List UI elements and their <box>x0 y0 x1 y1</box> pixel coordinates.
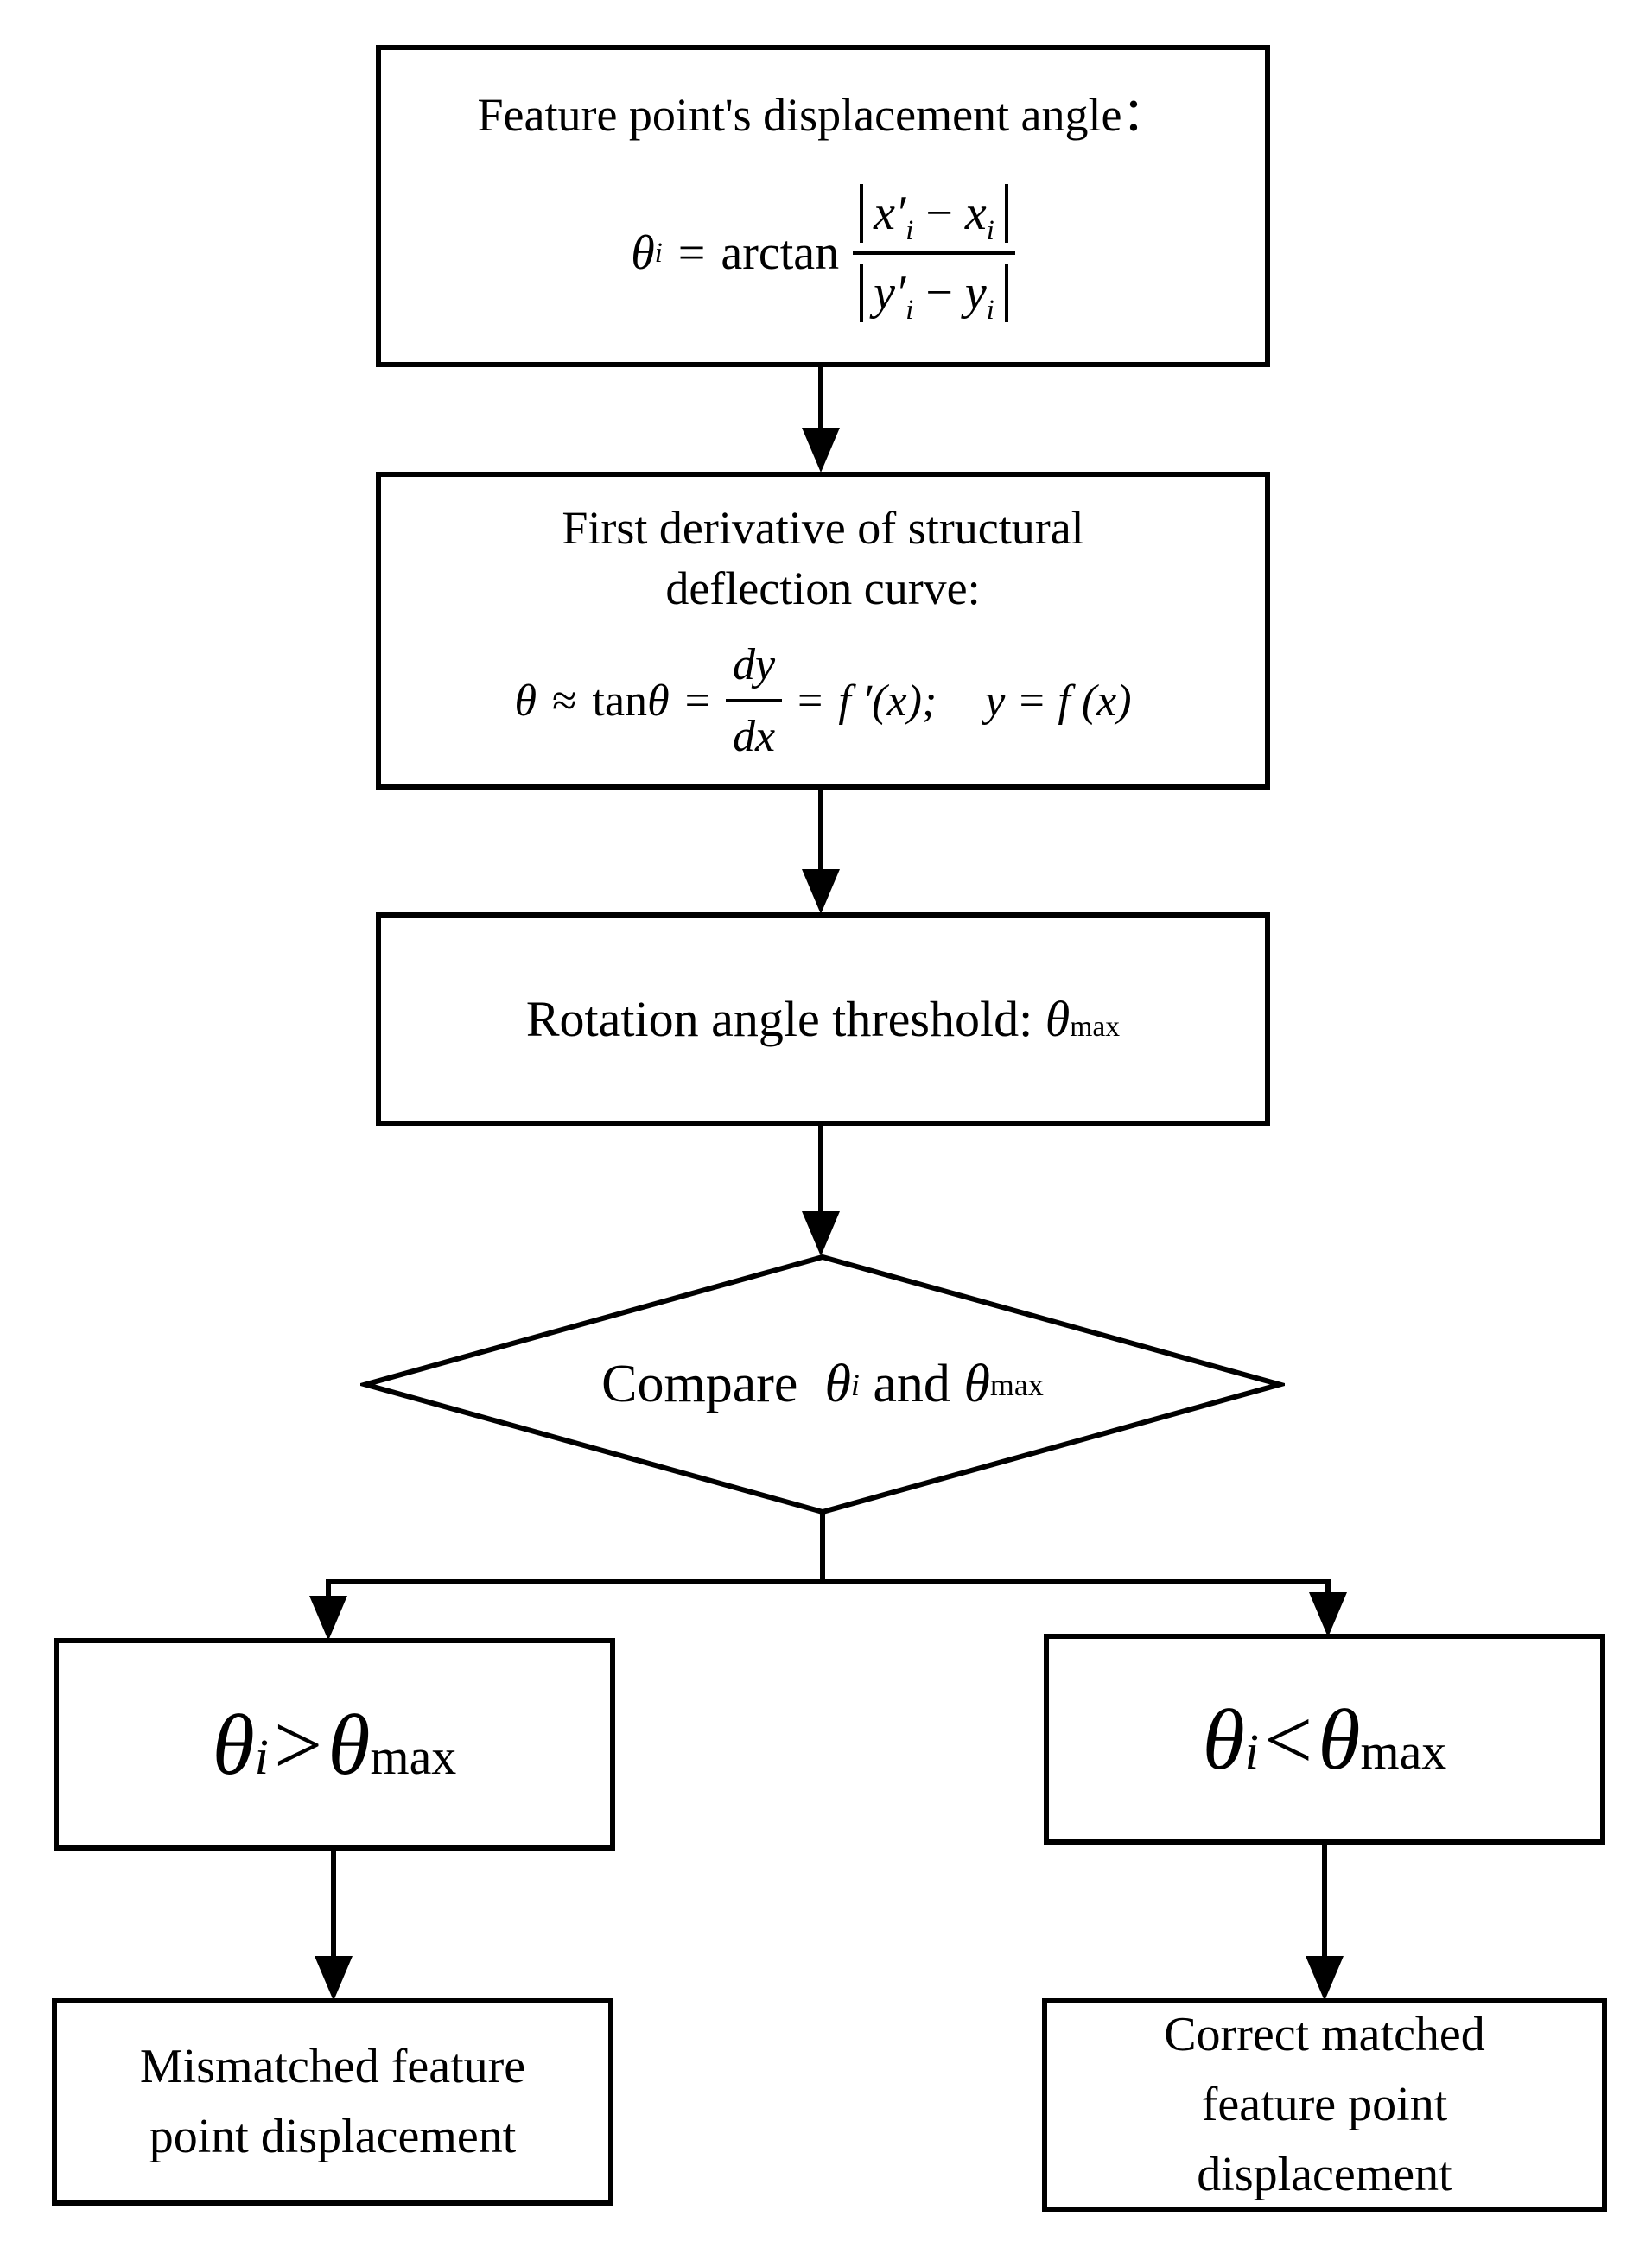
x-subscript: i <box>986 215 994 247</box>
arrow-shaft <box>331 1849 336 1961</box>
arrow-shaft <box>818 788 823 874</box>
theta-symbol: θ <box>824 1355 851 1413</box>
node-mismatched-outcome: Mismatched feature point displacement <box>52 1998 613 2206</box>
arrow-to-outcome-right <box>1306 1843 1344 2001</box>
displacement-angle-title: Feature point's displacement angle： <box>477 89 1169 141</box>
theta-symbol: θ <box>212 1696 255 1793</box>
theta-symbol: θ <box>1045 991 1071 1047</box>
arrow-head-icon <box>802 869 840 914</box>
arrow-head-icon <box>1306 1956 1344 2001</box>
correct-outcome-line1: Correct matched <box>1164 2007 1485 2061</box>
arrow-to-outcome-left <box>315 1849 353 2001</box>
greater-than-sign: > <box>273 1696 323 1793</box>
y-prime-subscript: i <box>905 295 914 327</box>
arrow-head-icon <box>309 1596 347 1641</box>
arrow-head-icon <box>1309 1592 1347 1637</box>
theta-symbol: θ <box>514 676 537 726</box>
dy-numerator: dy <box>725 638 783 703</box>
absolute-value-numerator: x′i − xi <box>860 184 1008 247</box>
f-prime-x-term: f ′(x); <box>838 676 937 726</box>
arrow-to-branch-left <box>309 1582 347 1641</box>
equals-sign: = <box>797 676 823 726</box>
correct-outcome-line2: feature point <box>1201 2077 1448 2131</box>
theta-symbol: θ <box>963 1355 990 1413</box>
theta-symbol: θ <box>327 1696 371 1793</box>
y-prime: y′ <box>874 266 906 320</box>
tan-function: tan <box>592 676 648 726</box>
threshold-text: Rotation angle threshold: <box>525 991 1033 1047</box>
first-derivative-title-line2: deflection curve: <box>665 562 981 614</box>
diamond-shape <box>360 1254 1285 1515</box>
y-equals-f-x-term: y = f (x) <box>985 676 1132 726</box>
arrow-shaft <box>818 1124 823 1216</box>
absolute-value-denominator: y′i − yi <box>860 264 1008 324</box>
node-displacement-angle: Feature point's displacement angle： θ i =… <box>376 45 1270 367</box>
arctan-function: arctan <box>721 226 840 280</box>
approx-sign: ≈ <box>551 676 577 726</box>
arrow-shaft <box>326 1582 331 1601</box>
minus-sign: − <box>925 187 953 240</box>
theta-symbol: θ <box>647 676 670 726</box>
compare-text: Compare <box>601 1355 798 1413</box>
arrow-step1-to-step2 <box>802 365 840 473</box>
fraction: x′i − xi y′i − yi <box>853 182 1015 324</box>
fraction-denominator: y′i − yi <box>853 255 1015 324</box>
equals-sign: = <box>677 226 706 280</box>
minus-sign: − <box>925 266 953 320</box>
arrow-head-icon <box>802 428 840 473</box>
correct-outcome-line3: displacement <box>1197 2148 1452 2202</box>
x-symbol: x <box>964 187 987 240</box>
mismatched-outcome-line2: point displacement <box>149 2110 517 2163</box>
y-subscript: i <box>986 295 994 327</box>
connector-decision-stem <box>820 1514 825 1584</box>
equals-sign: = <box>684 676 710 726</box>
arrow-shaft <box>1325 1582 1331 1597</box>
and-text: and <box>873 1355 950 1413</box>
arrow-head-icon <box>315 1956 353 2001</box>
x-prime: x′ <box>874 187 906 240</box>
arrow-shaft <box>1322 1843 1327 1961</box>
y-symbol: y <box>964 266 987 320</box>
dy-dx-fraction: dy dx <box>725 638 783 764</box>
arrow-shaft <box>818 365 823 433</box>
theta-symbol: θ <box>1318 1691 1361 1788</box>
mismatched-outcome-line1: Mismatched feature <box>139 2039 526 2093</box>
fraction-numerator: x′i − xi <box>853 182 1015 255</box>
node-correct-outcome: Correct matched feature point displaceme… <box>1042 1998 1607 2212</box>
arrow-step2-to-step3 <box>802 788 840 914</box>
arrow-to-branch-right <box>1309 1582 1347 1637</box>
first-derivative-title-line1: First derivative of structural <box>562 501 1084 554</box>
node-first-derivative: First derivative of structural deflectio… <box>376 472 1270 790</box>
less-than-sign: < <box>1263 1691 1313 1788</box>
connector-branch-line <box>326 1579 1331 1584</box>
diamond-outline <box>360 1254 1285 1515</box>
arrow-step3-to-decision <box>802 1124 840 1256</box>
arrow-head-icon <box>802 1211 840 1256</box>
theta-symbol: θ <box>1202 1691 1245 1788</box>
theta-symbol: θ <box>631 226 655 280</box>
dx-denominator: dx <box>732 712 776 762</box>
x-prime-subscript: i <box>905 215 914 247</box>
